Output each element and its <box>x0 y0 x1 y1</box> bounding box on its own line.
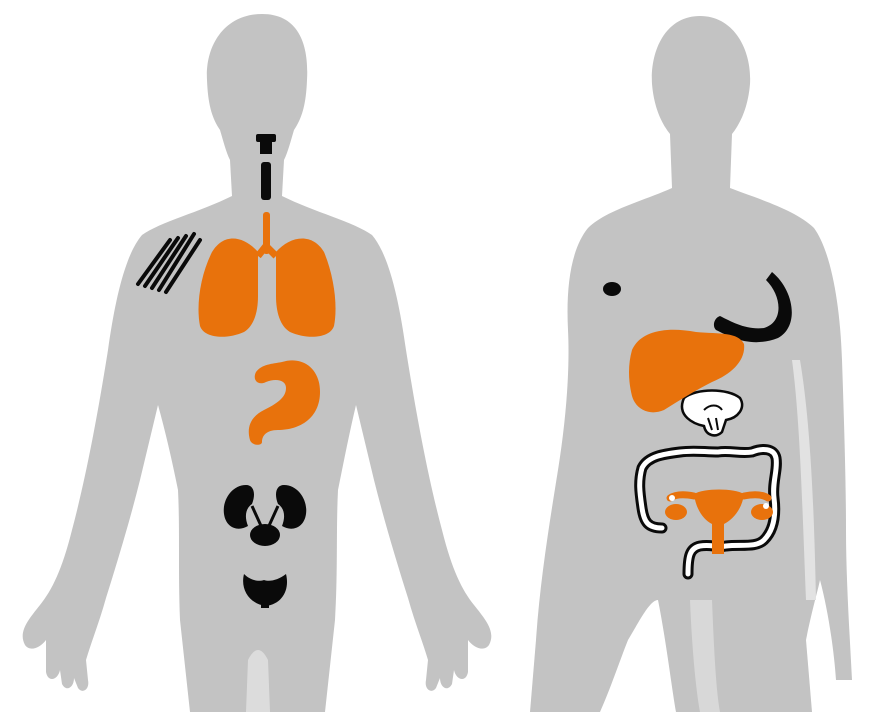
male-leg-gap <box>246 650 270 712</box>
male-silhouette <box>23 14 492 712</box>
female-figure <box>530 16 852 712</box>
male-figure <box>23 14 492 712</box>
